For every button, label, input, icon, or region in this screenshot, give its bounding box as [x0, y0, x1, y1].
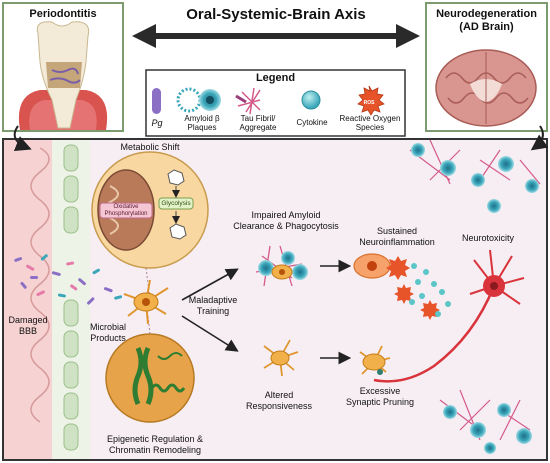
sustained-label-line2: Neuroinflammation	[359, 237, 435, 247]
impaired-label-line2: Clearance & Phagocytosis	[233, 221, 339, 231]
axis-double-arrow	[132, 24, 420, 48]
periodontitis-label: Periodontitis	[29, 8, 97, 20]
legend-ros-icon	[357, 85, 385, 116]
legend-tau-fibril-icon	[235, 87, 261, 115]
microbial-label-line2: Products	[90, 333, 126, 343]
epigenetic-circle	[105, 333, 195, 423]
legend-label-ros: Reactive Oxygen Species	[339, 114, 401, 133]
arrow-to-impaired	[181, 268, 239, 301]
ros-badge-text: ROS	[364, 100, 376, 106]
damaged-bbb-label-line2: BBB	[18, 326, 37, 336]
legend-amyloid-plaque-icon	[176, 87, 221, 113]
microglia-cell	[123, 279, 169, 325]
maladaptive-label-line1: Maladaptive	[188, 295, 238, 305]
metabolic-shift-circle	[91, 151, 209, 269]
brain-section-illustration	[435, 49, 537, 127]
altered-label-line2: Responsiveness	[245, 401, 313, 411]
neurotoxicity-label: Neurotoxicity	[461, 233, 515, 243]
microbial-label-line1: Microbial	[89, 322, 126, 332]
legend-label-cytokine: Cytokine	[296, 118, 328, 127]
ros-bursts	[386, 256, 440, 320]
legend-label-tau: Tau Fibril/ Aggregate	[239, 114, 277, 133]
excessive-label-line2: Synaptic Pruning	[345, 397, 415, 407]
maladaptive-label-line2: Training	[196, 306, 230, 316]
metabolic-shift-label: Metabolic Shift	[120, 142, 180, 152]
blood-vessel-wall	[4, 140, 90, 459]
arrow-periodontitis-to-vessel	[13, 125, 32, 151]
excessive-label-line1: Excessive	[359, 386, 401, 396]
cytokine-dots	[409, 263, 451, 317]
tooth-illustration	[18, 21, 108, 130]
arrow-to-altered	[181, 315, 239, 352]
activated-microglia	[353, 253, 391, 279]
legend-label-amyloid: Amyloid β Plaques	[184, 114, 220, 133]
legend-pg-icon	[152, 88, 161, 114]
impaired-amyloid-cluster	[255, 245, 308, 287]
microbial-products-cluster	[14, 254, 123, 305]
impaired-label-line1: Impaired Amyloid	[251, 210, 321, 220]
neuron-cell	[373, 249, 525, 383]
epigenetic-label-line2: Chromatin Remodeling	[108, 445, 202, 455]
oxphos-label: Oxidative Phosphorylation	[104, 204, 148, 217]
diagram-title: Oral-Systemic-Brain Axis	[186, 6, 366, 23]
resting-microglia	[263, 339, 299, 377]
legend-cytokine-icon	[301, 90, 321, 110]
pruning-microglia	[359, 345, 391, 375]
legend-label-pg: Pg	[151, 118, 163, 128]
legend-title: Legend	[255, 72, 296, 84]
glycolysis-label: Glycolysis	[161, 200, 191, 207]
top-right-plaque-tau-cluster	[409, 139, 541, 213]
neurodegeneration-label: Neurodegeneration	[436, 8, 537, 20]
epigenetic-label-line1: Epigenetic Regulation &	[106, 434, 204, 444]
ad-brain-label: (AD Brain)	[459, 21, 514, 33]
sustained-label-line1: Sustained	[376, 226, 418, 236]
arrow-brain-to-panel	[530, 125, 549, 151]
damaged-bbb-label-line1: Damaged	[8, 315, 48, 325]
altered-label-line1: Altered	[264, 390, 294, 400]
bottom-right-plaque-tau-cluster	[439, 389, 532, 454]
